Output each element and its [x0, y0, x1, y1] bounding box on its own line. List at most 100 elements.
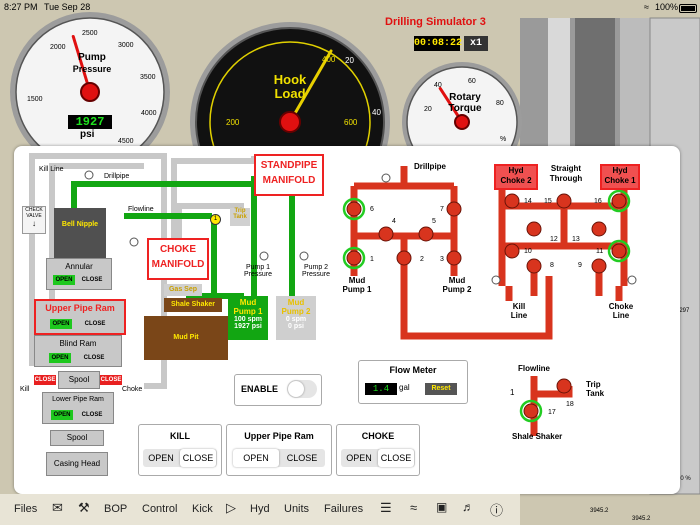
mud-pump1-spm-unit: spm [247, 316, 263, 323]
layers-icon[interactable]: ≈ [410, 500, 418, 515]
battery-icon [679, 4, 697, 13]
lpr-close-button[interactable]: CLOSE [81, 412, 103, 418]
upr-control-title: Upper Pipe Ram [244, 431, 314, 441]
mud-pump2-spm: 0 [285, 316, 290, 323]
mud-pit-label: Mud Pit [144, 316, 228, 360]
valve-9-label[interactable]: 9 [578, 262, 582, 269]
app-title: Drilling Simulator 3 [385, 16, 486, 28]
kill-close-segment[interactable]: CLOSE [180, 449, 216, 467]
flow-meter-reset-button[interactable]: Reset [425, 383, 457, 395]
valve-8-label[interactable]: 8 [550, 262, 554, 269]
tab-kick[interactable]: Kick [192, 503, 213, 515]
status-time: 8:27 PM [4, 2, 38, 12]
pump-pressure-title: Pump [78, 52, 106, 63]
valve-17-label[interactable]: 17 [548, 409, 556, 416]
blind-ram-label: Blind Ram [59, 339, 97, 348]
valve-4-label[interactable]: 4 [392, 218, 396, 225]
kill-segmented: OPEN CLOSE [143, 449, 217, 467]
trip-tank-right-label: Trip Tank [586, 380, 605, 398]
hook-load-needle [288, 49, 333, 124]
shaker-num-1: 1 [510, 388, 515, 397]
valve-15-label[interactable]: 15 [544, 198, 552, 205]
pp-tick-2000: 2000 [50, 44, 66, 51]
pump1-pressure-label: Pump 1 Pressure [243, 264, 272, 278]
choke-close-button[interactable]: CLOSE [100, 375, 122, 385]
lower-pipe-ram-box: Lower Pipe Ram OPEN CLOSE [42, 392, 114, 424]
valve-16-label[interactable]: 16 [594, 198, 602, 205]
valve-7-label[interactable]: 7 [440, 206, 444, 213]
flow-meter-title: Flow Meter [389, 365, 437, 375]
bottom-depth-1: 3945.2 [590, 508, 609, 514]
valve-2-label[interactable]: 2 [420, 256, 424, 263]
flow-meter-box: Flow Meter 1.4 gal Reset [358, 360, 468, 404]
pump-pressure-value: 1927 [68, 115, 112, 129]
lower-pipe-ram-label: Lower Pipe Ram [52, 396, 104, 403]
bottom-toolbar [0, 494, 520, 525]
valve-11-label[interactable]: 11 [596, 248, 604, 255]
pp-tick-4500: 4500 [118, 138, 134, 145]
rt-tick-20: 20 [424, 106, 432, 113]
upr-close-segment[interactable]: CLOSE [286, 453, 318, 463]
choke-control-box: CHOKE OPEN CLOSE [336, 424, 420, 476]
tab-failures[interactable]: Failures [324, 503, 364, 515]
pp-tick-4000: 4000 [141, 110, 157, 117]
status-battery: 100% [655, 2, 679, 12]
annular-close-button[interactable]: CLOSE [81, 277, 103, 283]
blind-ram-open-button[interactable]: OPEN [49, 353, 71, 363]
hl-tick-200: 200 [226, 118, 240, 127]
valve-12-label[interactable]: 12 [550, 236, 558, 243]
valve-6-label[interactable]: 6 [370, 206, 374, 213]
tab-files[interactable]: Files [14, 503, 38, 515]
info-icon[interactable]: ⓘ [490, 503, 504, 518]
drillpipe-label-left: Drillpipe [104, 173, 130, 180]
mud-pump2-spm-unit: spm [291, 316, 307, 323]
bell-nipple-label: Bell Nipple [61, 221, 99, 228]
valve-3-label[interactable]: 3 [440, 256, 444, 263]
play-icon[interactable]: ▷ [226, 500, 236, 515]
lpr-open-button[interactable]: OPEN [51, 410, 73, 420]
tab-hyd[interactable]: Hyd [250, 503, 270, 515]
valve-1-label[interactable]: 1 [370, 256, 374, 263]
valve-14-label[interactable]: 14 [524, 198, 532, 205]
valve-10-label[interactable]: 10 [524, 248, 532, 255]
annular-open-button[interactable]: OPEN [53, 275, 75, 285]
choke-segmented: OPEN CLOSE [341, 449, 415, 467]
choke-manifold-label: CHOKE MANIFOLD [147, 238, 209, 280]
tab-bop[interactable]: BOP [104, 503, 128, 515]
valve-18-label[interactable]: 18 [566, 401, 574, 408]
valve-13-label[interactable]: 13 [572, 236, 580, 243]
hyd-choke1-label[interactable]: Hyd Choke 1 [600, 164, 640, 190]
envelope-icon[interactable]: ✉ [52, 500, 63, 515]
kill-control-title: KILL [170, 431, 190, 441]
rotary-torque-subtitle: Torque [448, 103, 482, 114]
mud-pump1-box: Mud Pump 1 100 spm 1927 psi [228, 296, 268, 340]
arrow-down-icon: ↓ [32, 219, 36, 228]
hyd-choke2-label[interactable]: Hyd Choke 2 [494, 164, 538, 190]
kill-open-segment[interactable]: OPEN [148, 453, 174, 463]
kill-close-button[interactable]: CLOSE [34, 375, 56, 385]
upr-segmented: OPEN CLOSE [233, 449, 325, 467]
tools-icon[interactable]: ⚒ [78, 500, 90, 515]
choke-control-title: CHOKE [361, 431, 395, 441]
enable-toggle[interactable] [287, 380, 317, 398]
sliders-icon[interactable]: ☰ [380, 500, 392, 515]
speed-button[interactable]: x1 [464, 36, 488, 51]
standpipe-mud-pump2-label: Mud Pump 2 [442, 276, 472, 294]
valve-5-label[interactable]: 5 [432, 218, 436, 225]
standpipe-drillpipe-label: Drillpipe [414, 162, 447, 171]
rt-tick-60: 60 [468, 78, 476, 85]
bottom-depth-2: 3945.2 [632, 516, 651, 522]
choke-close-segment[interactable]: CLOSE [378, 449, 414, 467]
upper-pipe-ram-label: Upper Pipe Ram [45, 303, 115, 313]
tab-units[interactable]: Units [284, 503, 310, 515]
lock-icon[interactable]: ▣ [436, 500, 448, 514]
tab-control[interactable]: Control [142, 503, 178, 515]
choke-open-segment[interactable]: OPEN [346, 453, 372, 463]
blind-ram-close-button[interactable]: CLOSE [83, 355, 105, 361]
sound-icon[interactable]: ♬ [462, 500, 474, 514]
upr-open-button[interactable]: OPEN [50, 319, 72, 329]
upr-open-segment[interactable]: OPEN [233, 449, 279, 467]
bop-panel: Kill Line Drillpipe Flowline CHECK VALVE… [14, 146, 680, 494]
depth-value: 2297 [676, 308, 690, 314]
upr-close-button[interactable]: CLOSE [84, 321, 106, 327]
